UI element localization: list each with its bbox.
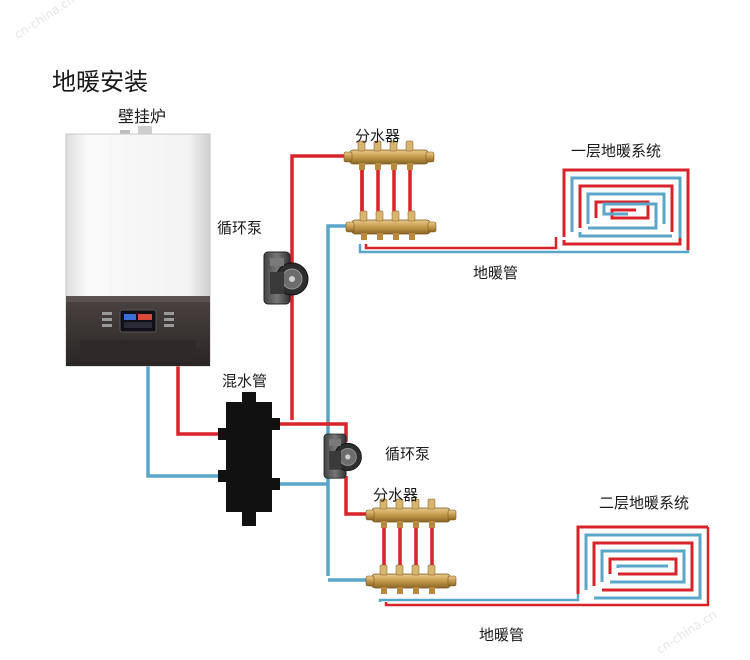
mixing-tank [218, 392, 280, 526]
diagram-title: 地暖安装 [52, 68, 148, 96]
wall-boiler [65, 126, 211, 367]
label-pump-bottom: 循环泵 [385, 445, 431, 463]
floor-loop-2 [576, 525, 708, 600]
label-wall-boiler: 壁挂炉 [118, 107, 167, 126]
supply-pipe-upper [290, 154, 350, 420]
circulation-pump-top [263, 251, 309, 305]
boiler-display [119, 309, 157, 333]
floor-pipe-2-red [384, 527, 710, 607]
boiler-supply-pipe [176, 365, 226, 436]
manifold-top-return [345, 210, 437, 241]
label-manifold-bottom: 分水器 [373, 486, 419, 504]
pipes [146, 154, 710, 607]
label-system-2: 二层地暖系统 [599, 494, 690, 512]
floor-pipe-1-red [364, 237, 558, 250]
label-floor-pipe-bottom: 地暖管 [479, 626, 525, 644]
floor-loop-1 [562, 168, 690, 250]
return-pipe-upper [326, 224, 352, 576]
label-manifold-top: 分水器 [355, 127, 401, 145]
label-pump-top: 循环泵 [217, 219, 263, 237]
manifold-bottom-return [365, 564, 457, 595]
label-floor-pipe-top: 地暖管 [473, 264, 519, 282]
label-mixing-tank: 混水管 [222, 372, 268, 390]
label-system-1: 一层地暖系统 [571, 142, 662, 160]
floor-pipe-2-blue [378, 594, 580, 602]
supply-pipe-lower [344, 476, 372, 516]
circulation-pump-bottom [323, 433, 362, 479]
boiler-return-pipe [146, 365, 226, 478]
